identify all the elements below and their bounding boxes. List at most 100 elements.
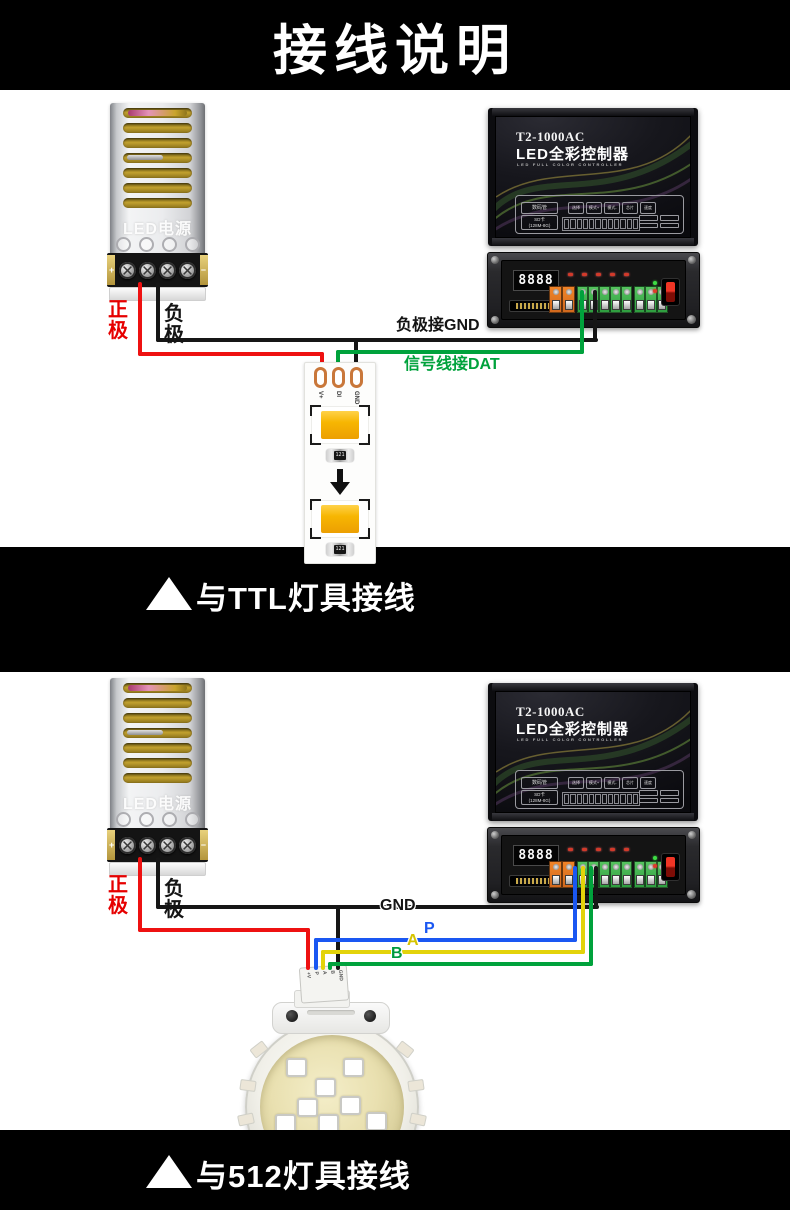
- negative-wire: [156, 338, 598, 342]
- power-supply-body: LED电源: [110, 103, 205, 255]
- negative-label: 负极: [164, 303, 184, 346]
- lamp-screw: [364, 1010, 376, 1022]
- sd-card-label: SD卡 (128M-8G): [521, 215, 558, 230]
- terminal-screw: [139, 836, 157, 854]
- sd-label-text: SD卡: [534, 216, 545, 222]
- dmx-a-wire: [321, 950, 585, 954]
- controller: T2-1000AC LED全彩控制器 LED FULL COLOR CONTRO…: [488, 683, 698, 821]
- dmx-b-wire: [589, 866, 593, 966]
- dmx-a-wire: [321, 950, 325, 970]
- controller-face: T2-1000AC LED全彩控制器 LED FULL COLOR CONTRO…: [495, 691, 691, 813]
- dat-note: 信号线接DAT: [404, 356, 500, 373]
- sd-label-text: SD卡: [534, 791, 545, 797]
- power-switch: [661, 278, 680, 306]
- status-led-row: [568, 273, 629, 276]
- positive-wire: [306, 928, 310, 970]
- signal-wire: [580, 290, 584, 354]
- key-mode-plus: 模式+: [586, 202, 602, 214]
- key-mode-plus: 模式+: [586, 777, 602, 789]
- dip-switch-strip: [562, 792, 640, 806]
- vent-slot: [123, 683, 192, 693]
- power-supply-watermark: LED电源: [122, 221, 192, 238]
- indicator-leds: [653, 281, 658, 297]
- section-banner-512: 与512灯具接线: [0, 1130, 790, 1210]
- key-speed: 速度: [640, 777, 656, 789]
- lamp-led-chip: [366, 1112, 387, 1131]
- plus-mark: +: [109, 840, 115, 850]
- lamp-notch: [239, 1078, 257, 1093]
- lamp-notch: [395, 1040, 415, 1059]
- a-wire-label: A: [407, 932, 419, 949]
- screw-row: [110, 237, 205, 252]
- led-chip: [310, 405, 370, 445]
- indicator-grid: [639, 215, 679, 228]
- controller: T2-1000AC LED全彩控制器 LED FULL COLOR CONTRO…: [488, 108, 698, 246]
- dmx-p-wire: [314, 938, 318, 970]
- vent-slot: [123, 773, 192, 783]
- vent-slot: [123, 758, 192, 768]
- lamp-notch: [409, 1112, 427, 1127]
- connector-pad-label: GND: [337, 969, 344, 982]
- header-banner: 接线说明: [0, 0, 790, 90]
- vent-slot: [123, 698, 192, 708]
- banner-label-512: 与512灯具接线: [196, 1159, 411, 1194]
- dmx-p-wire: [573, 866, 577, 942]
- corner-screw: [687, 890, 696, 899]
- lamp-notch: [237, 1112, 255, 1127]
- dmx-b-wire: [328, 962, 593, 966]
- controller-model: T2-1000AC: [516, 129, 585, 144]
- power-switch: [661, 853, 680, 881]
- positive-wire: [138, 928, 310, 932]
- controller-subtitle: LED FULL COLOR CONTROLLER: [517, 162, 624, 167]
- resistor-value: 121: [334, 545, 346, 554]
- terminal-screw: [178, 261, 196, 279]
- vent-slot: [123, 138, 192, 148]
- gnd-note: 负极接GND: [396, 317, 480, 334]
- positive-label: 正极: [108, 874, 128, 917]
- banner-label-ttl: 与TTL灯具接线: [196, 581, 416, 616]
- status-led-row: [568, 848, 629, 851]
- lamp-led-chip: [315, 1078, 336, 1097]
- lamp-notch: [407, 1078, 425, 1093]
- power-supply: LED电源 + −: [107, 103, 208, 301]
- direction-arrow-icon: [330, 469, 350, 495]
- triangle-icon: [146, 1155, 192, 1188]
- signal-wire: [336, 350, 584, 354]
- page-title: 接线说明: [273, 20, 517, 81]
- controller-subtitle: LED FULL COLOR CONTROLLER: [517, 737, 624, 742]
- gnd-wire-label: GND: [380, 897, 416, 914]
- minus-mark: −: [200, 840, 206, 850]
- seven-segment-display: 8888: [513, 845, 559, 866]
- dip-switch-strip: [562, 217, 640, 231]
- lamp-led-chip: [340, 1096, 361, 1115]
- vent-slot: [123, 198, 192, 208]
- power-supply-body: LED电源: [110, 678, 205, 830]
- indicator-grid: [639, 790, 679, 803]
- power-terminal-block: [549, 861, 575, 888]
- connector-pad-label: A: [321, 970, 328, 975]
- connector-pad-label: +V: [305, 971, 312, 979]
- gnd-wire: [156, 857, 160, 909]
- lamp-led-chip: [343, 1058, 364, 1077]
- vent-slot: [123, 168, 192, 178]
- controller-panel: 数码管 选择 模式+ 模式- 芯片 速度 SD卡 (128M-8G): [515, 770, 684, 809]
- key-row: 选择 模式+ 模式- 芯片 速度: [568, 777, 656, 789]
- dmx-p-wire: [314, 938, 577, 942]
- negative-wire-branch: [354, 338, 358, 373]
- gnd-wire: [156, 905, 599, 909]
- section-banner-ttl: 与TTL灯具接线: [0, 547, 790, 672]
- led-strip: V+ DI GND 121 121: [304, 362, 376, 564]
- negative-label: 负极: [164, 878, 184, 921]
- controller-face: T2-1000AC LED全彩控制器 LED FULL COLOR CONTRO…: [495, 116, 691, 238]
- power-supply: LED电源 + −: [107, 678, 208, 876]
- strip-pad-di: [332, 367, 345, 388]
- corner-screw: [491, 831, 499, 839]
- key-select: 选择: [568, 777, 584, 789]
- terminal-screw: [178, 836, 196, 854]
- signal-wire: [336, 350, 340, 373]
- lamp-led-chip: [286, 1058, 307, 1077]
- terminal-screw: [119, 261, 137, 279]
- vent-slot: [123, 743, 192, 753]
- resistor: 121: [326, 543, 354, 556]
- vent-slot: [123, 713, 192, 723]
